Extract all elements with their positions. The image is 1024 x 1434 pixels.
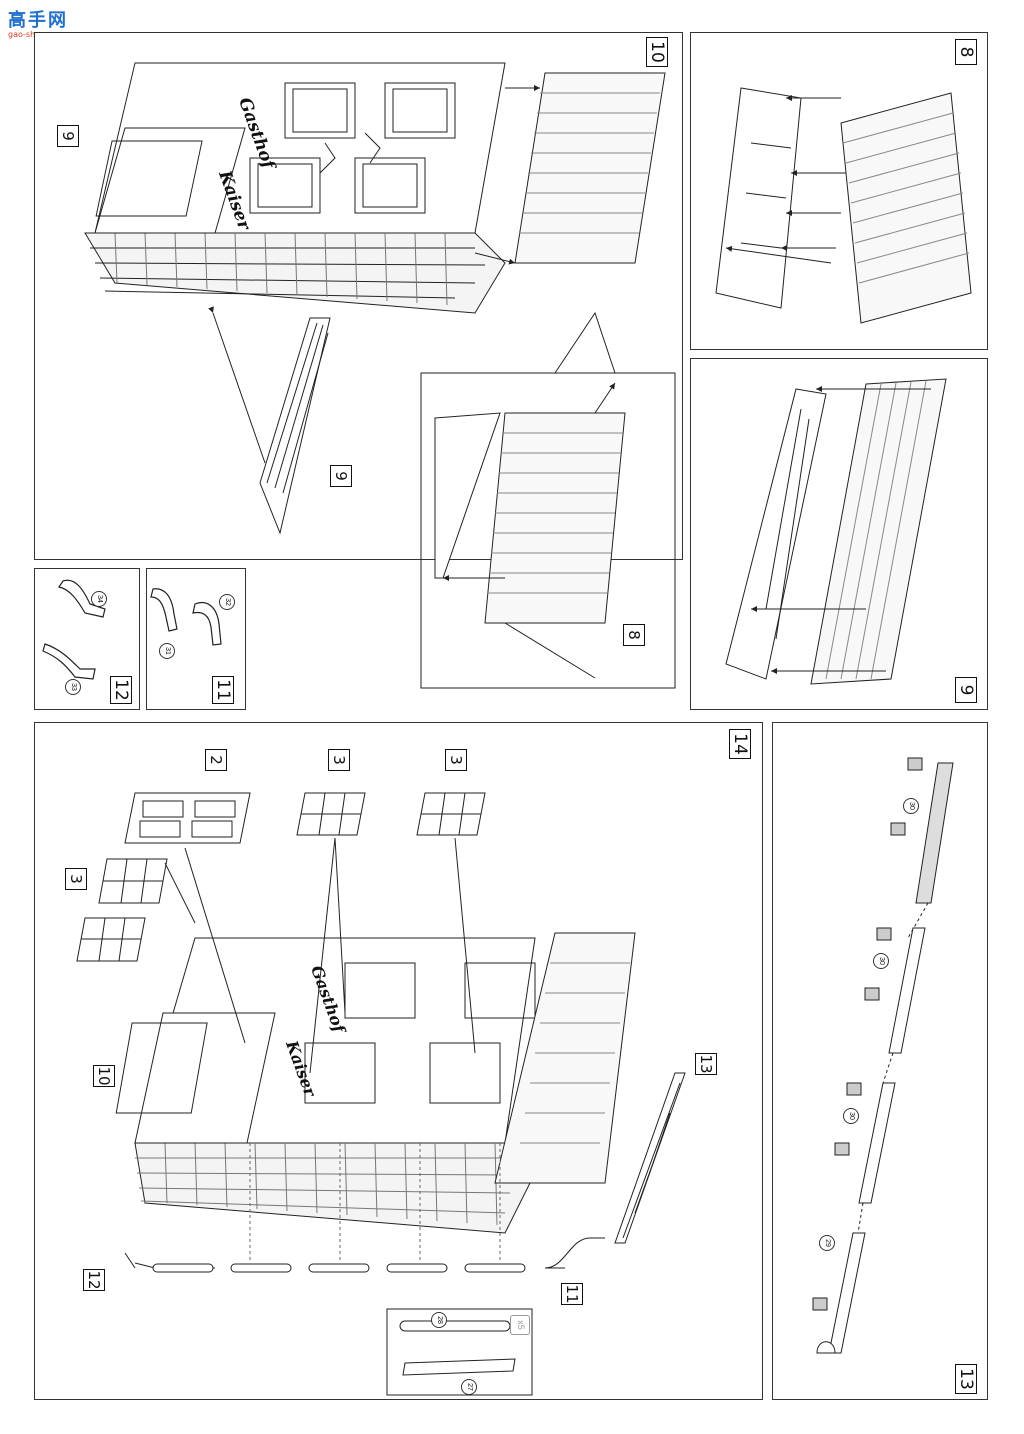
inset-box [420, 372, 676, 689]
step-14-panel: 14 [34, 722, 763, 1400]
callout-door-2: 2 [205, 749, 227, 771]
building-wall-drawing [84, 62, 676, 689]
callout-9-lower: 9 [330, 465, 352, 487]
assembled-roof [494, 932, 636, 1184]
callout-pipe-12: 12 [83, 1269, 105, 1291]
part-30-marker-1: 30 [903, 798, 919, 814]
part-27-marker: 27 [461, 1379, 477, 1395]
roof-panel [514, 72, 666, 264]
brick-wall [84, 232, 506, 314]
part-34-marker: 34 [91, 591, 107, 607]
part-29-marker: 29 [819, 1235, 835, 1251]
step-8-panel: 8 [690, 32, 988, 350]
gutter-part-13 [614, 1072, 686, 1244]
door-part-2 [124, 792, 251, 844]
inset-qty: x5 [510, 1315, 530, 1335]
part-32-marker: 32 [219, 594, 235, 610]
callout-wall-10: 10 [93, 1065, 115, 1087]
part-33-marker: 33 [65, 679, 81, 695]
beam-part-9 [259, 317, 331, 535]
callout-9-upper: 9 [57, 125, 79, 147]
callout-gutter-13: 13 [695, 1053, 717, 1075]
watermark-title: 高手网 [8, 10, 68, 31]
step-11-panel: 11 32 31 [146, 568, 246, 710]
part-28-marker: 28 [431, 1312, 447, 1328]
step-13-panel: 13 30 30 30 29 [772, 722, 988, 1400]
part-31-marker: 31 [159, 643, 175, 659]
callout-pipe-11: 11 [561, 1283, 583, 1305]
step-11-drawing [150, 588, 222, 646]
part-30-marker-3: 30 [843, 1108, 859, 1124]
callout-window-3a: 3 [328, 749, 350, 771]
step-13-drawing [812, 757, 954, 1354]
step-10-panel: 10 [34, 32, 683, 689]
part-30-marker-2: 30 [873, 953, 889, 969]
step-9-panel: 9 [690, 358, 988, 710]
step-14-drawing [76, 792, 686, 1396]
callout-8-inset: 8 [623, 624, 645, 646]
step-8-drawing [715, 87, 972, 324]
step-12-panel: 12 34 33 [34, 568, 140, 710]
step-12-drawing [42, 579, 106, 680]
left-slab [94, 127, 246, 234]
callout-window-3b: 3 [445, 749, 467, 771]
callout-window-3-left: 3 [65, 868, 87, 890]
step-9-drawing [725, 378, 947, 685]
